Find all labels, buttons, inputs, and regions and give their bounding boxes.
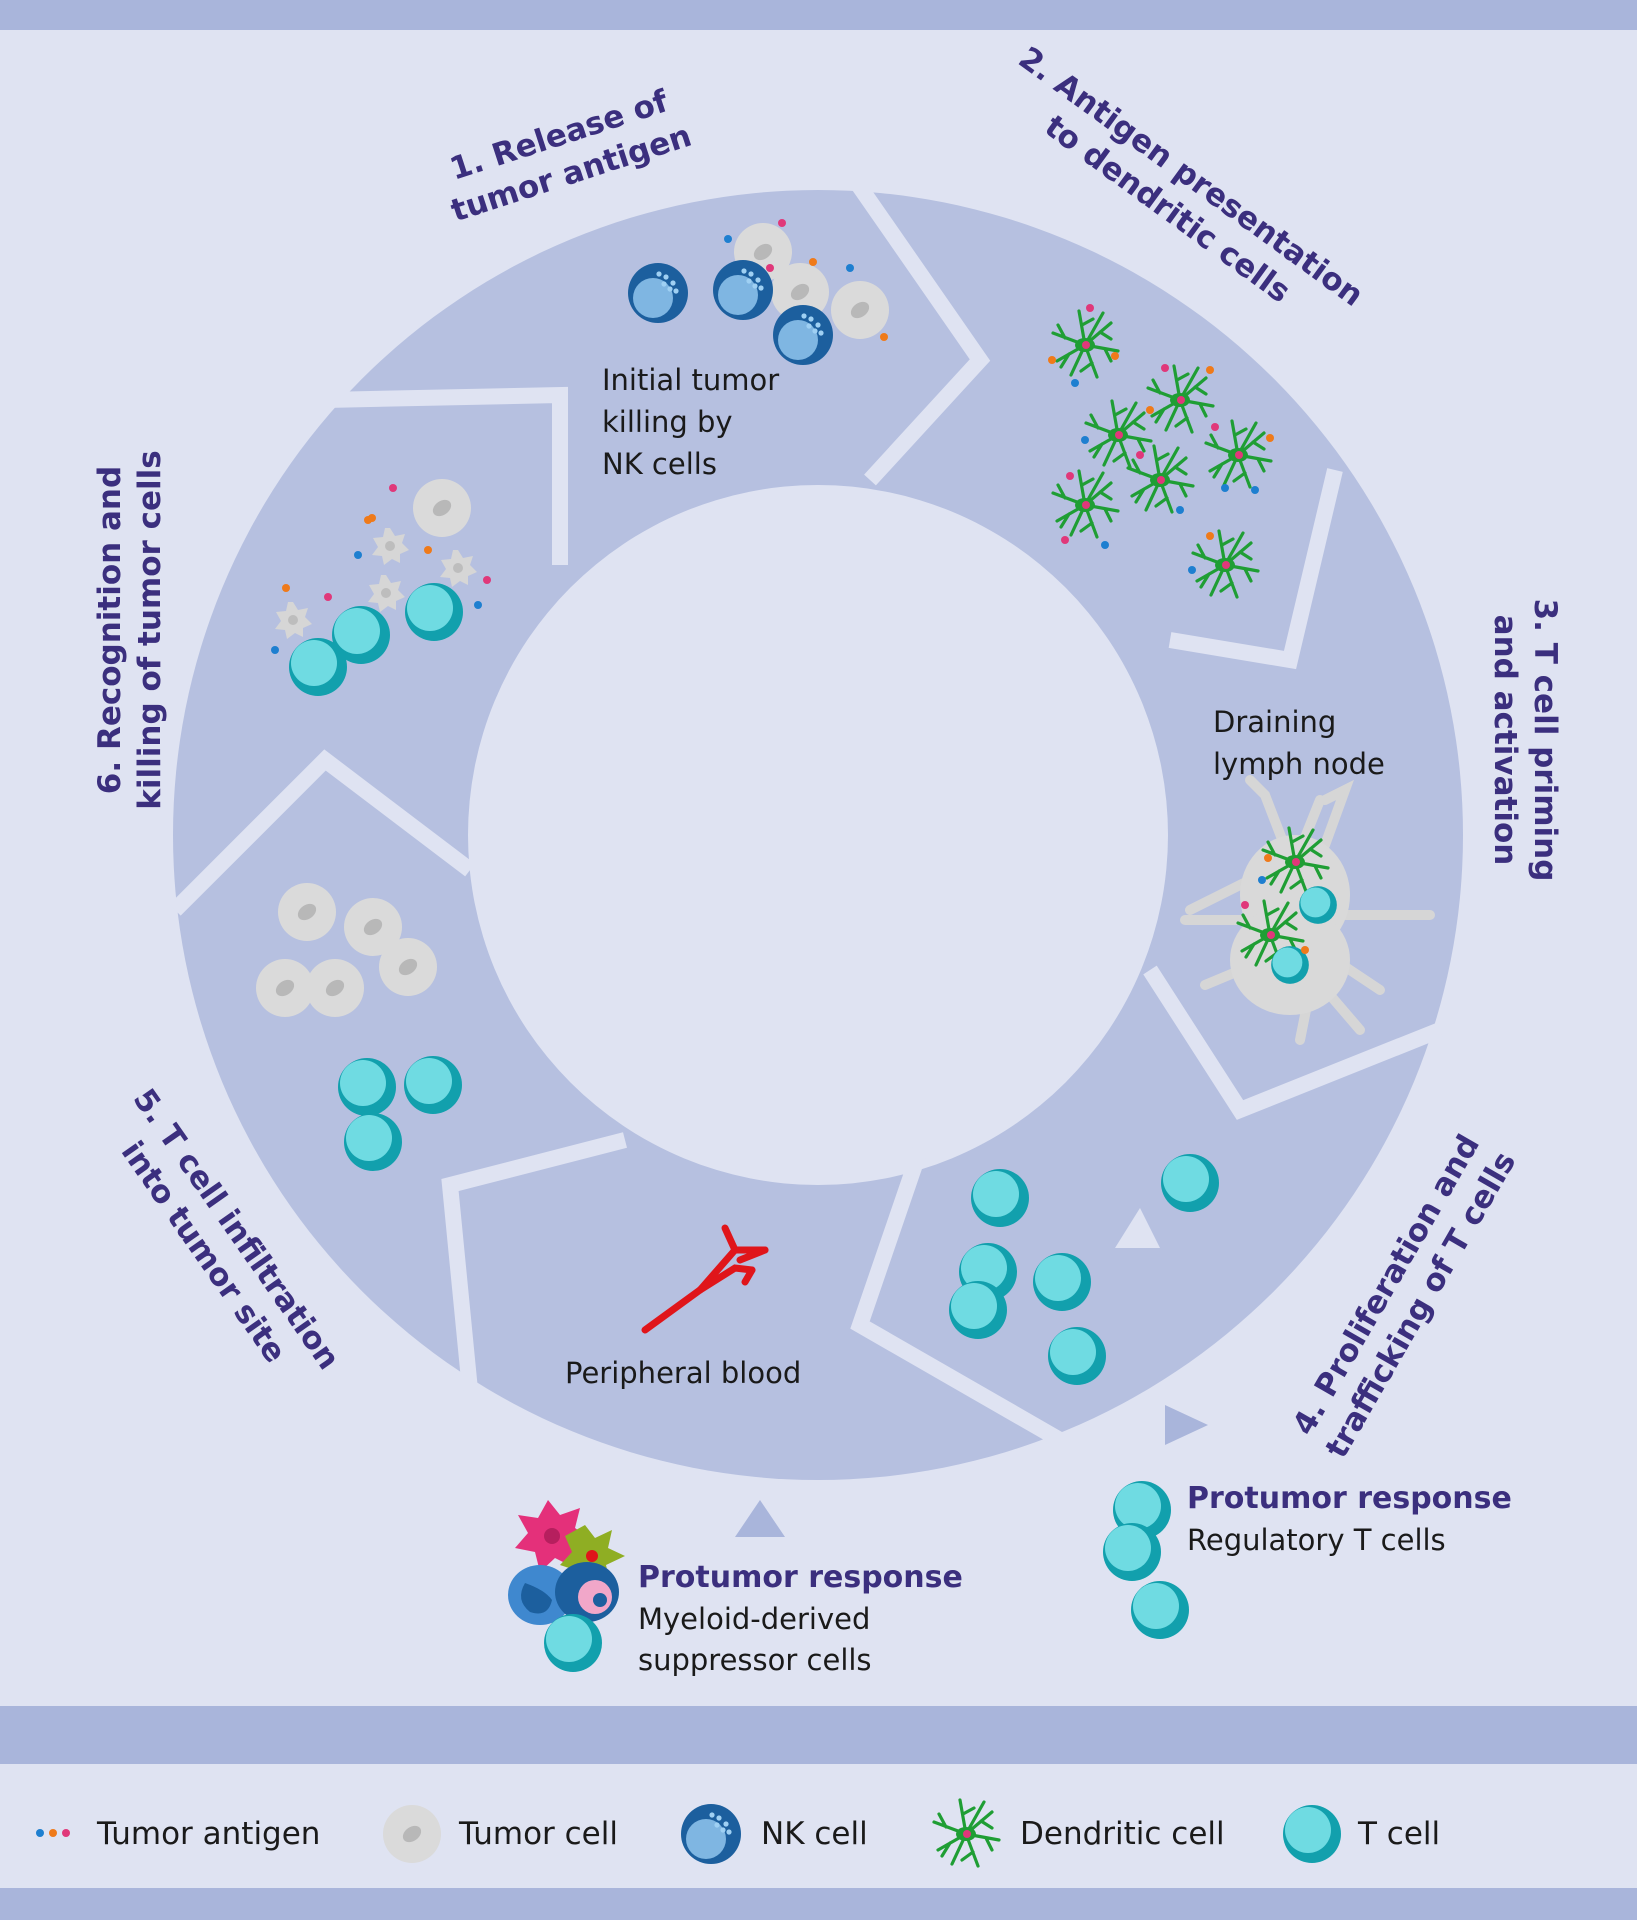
step-6-line1: 6. Recognition and [92,466,128,794]
protumor-mdsc-line2: suppressor cells [638,1643,872,1677]
segment-4-illustration [949,1154,1219,1385]
step-3-note-line1: Draining [1213,705,1336,739]
protumor-treg-title: Protumor response [1187,1481,1512,1516]
treg-illustration [1103,1481,1189,1639]
tumor-cell [831,281,889,339]
tumor-cell [413,479,471,537]
t-cell [1048,1327,1106,1385]
t-cell [1103,1523,1161,1581]
t-cell [289,638,347,696]
ring-center [468,485,1168,1185]
tumor-cell [306,959,364,1017]
treg-arrow [1165,1405,1208,1445]
t-cell [344,1113,402,1171]
t-cell [1161,1154,1219,1212]
step-6-label: 6. Recognition and killing of tumor cell… [92,450,168,809]
protumor-treg-line1: Regulatory T cells [1187,1523,1446,1557]
segment-1-illustration [628,219,889,365]
protumor-mdsc-line1: Myeloid-derived [638,1602,870,1636]
tumor-cell [379,938,437,996]
step-1-note-line1: Initial tumor [602,363,779,397]
nk-cell [773,305,833,365]
tumor-antigen-icon [36,1829,70,1837]
nk-cell-icon [681,1804,741,1864]
segment-separators [169,175,1443,1447]
arrow-triangle [1115,1208,1160,1248]
step-3-line2: and activation [1487,615,1523,866]
legend-tumor-cell-label: Tumor cell [458,1816,618,1852]
t-cell-icon [1283,1805,1341,1863]
tumor-cell [256,959,314,1017]
step-5-note-line1: Peripheral blood [565,1356,801,1390]
legend: Tumor antigen Tumor cell NK cell Dendrit… [36,1798,1440,1868]
tumor-cell-icon [383,1805,441,1863]
separator-band [0,1706,1637,1764]
mdsc-illustration [508,1500,625,1672]
protumor-mdsc-title: Protumor response [638,1560,963,1595]
t-cell [949,1281,1007,1339]
mdsc-arrow [735,1500,785,1537]
t-cell [405,583,463,641]
step-1-note-line3: NK cells [602,447,717,481]
legend-nk-cell-label: NK cell [761,1816,868,1852]
segment-2-illustration [1048,304,1274,599]
dendritic-cell-icon [932,1798,1001,1868]
legend-t-cell-label: T cell [1357,1816,1440,1852]
lymph-node-illustration [1180,775,1435,1045]
t-cell [971,1169,1029,1227]
blood-vessel-illustration [641,1224,769,1334]
step-3-line1: 3. T cell priming [1527,599,1563,882]
legend-tumor-antigen-label: Tumor antigen [96,1816,320,1852]
bottom-band [0,1888,1637,1920]
step-1-note-line2: killing by [602,405,733,439]
step-3-label: 3. T cell priming and activation [1487,599,1563,882]
top-band [0,0,1637,30]
t-cell [404,1056,462,1114]
legend-dendritic-cell-label: Dendritic cell [1020,1816,1225,1852]
nk-cell [628,263,688,323]
t-cell [544,1614,602,1672]
step-6-line2: killing of tumor cells [132,450,168,809]
step-1-label: 1. Release of tumor antigen [446,83,696,229]
tumor-cell [278,883,336,941]
segment-6-illustration [271,479,491,696]
t-cell [338,1058,396,1116]
nk-cell [713,260,773,320]
t-cell [1299,886,1337,924]
t-cell [1033,1253,1091,1311]
step-3-note-line2: lymph node [1213,747,1385,781]
t-cell [1131,1581,1189,1639]
